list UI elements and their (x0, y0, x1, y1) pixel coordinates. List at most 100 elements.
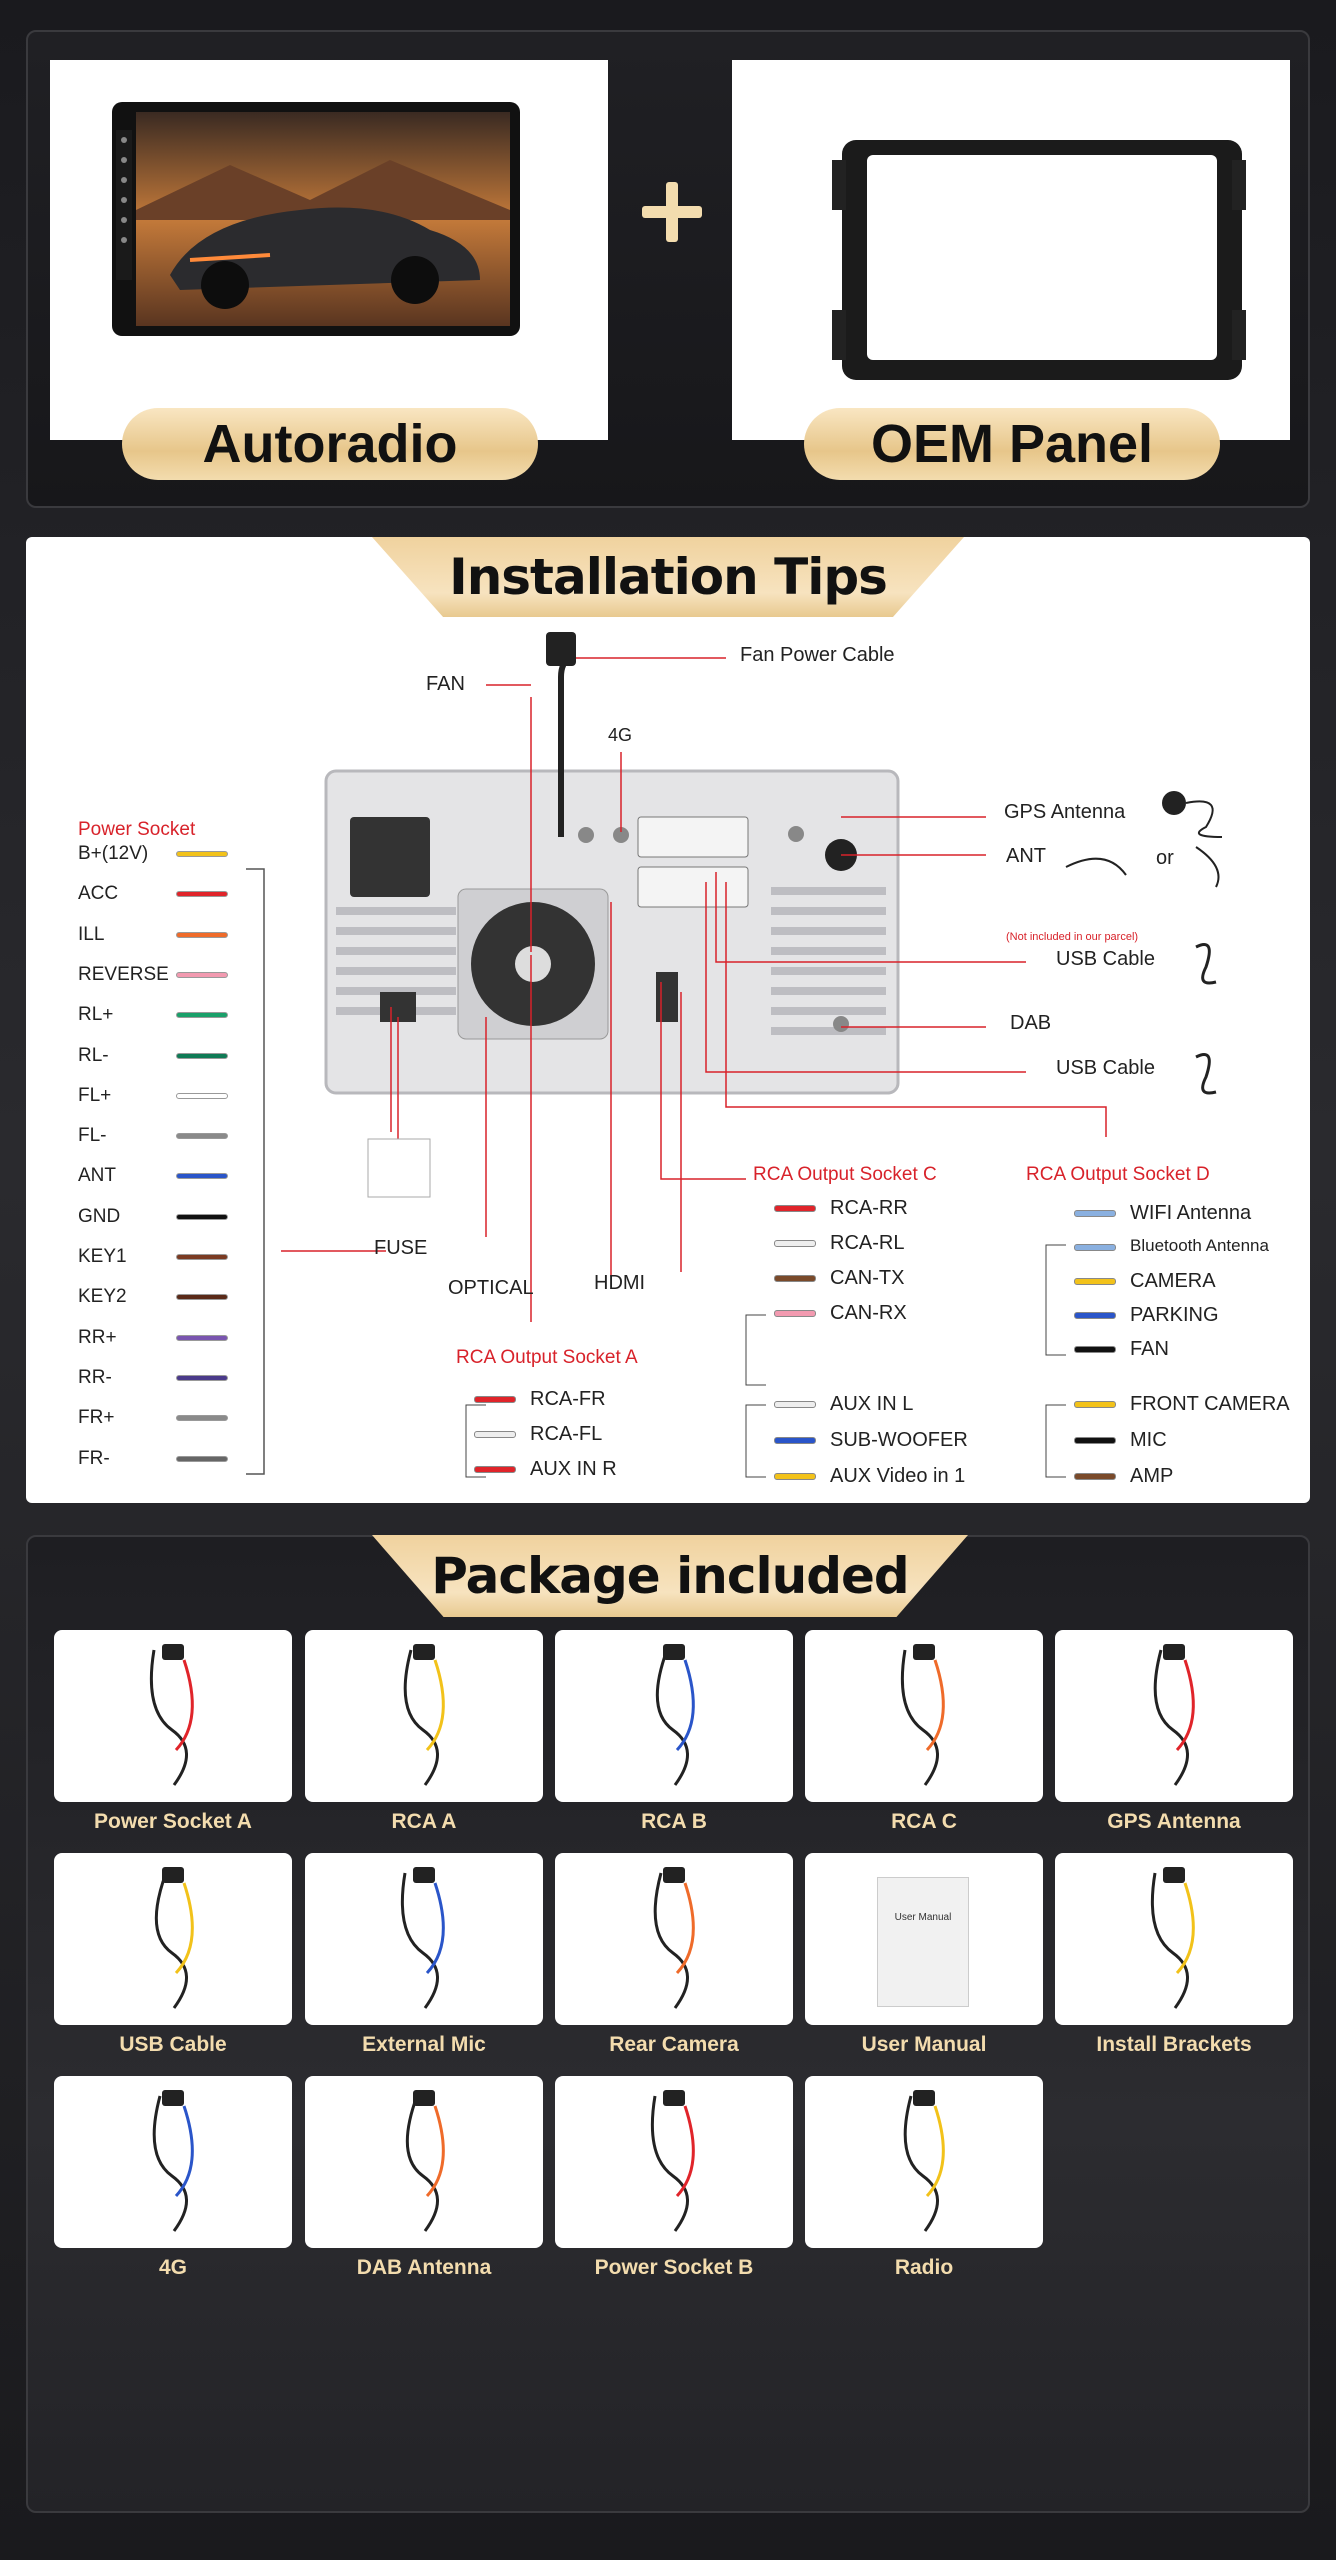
power-socket-pin-label: RR- (78, 1366, 112, 1388)
power-socket-pin-label: RL+ (78, 1004, 114, 1026)
package-item-card (54, 1630, 292, 1802)
package-item-image (149, 1644, 194, 1786)
package-item-image (1150, 1867, 1195, 2009)
package-item-image (903, 2090, 945, 2232)
package-item-image (900, 1644, 945, 1786)
rca-item-label: PARKING (1130, 1304, 1219, 1326)
package-section: Package included Power Socket A RCA A RC… (26, 1535, 1310, 2513)
4g-label: 4G (608, 725, 633, 745)
rca-item-label: Bluetooth Antenna (1130, 1236, 1269, 1255)
rca-item-label: SUB-WOOFER (830, 1429, 968, 1451)
rca-a-title: RCA Output Socket A (456, 1347, 638, 1368)
package-item-card (555, 2076, 793, 2248)
package-item-card (54, 1853, 292, 2025)
fuse-label: FUSE (374, 1237, 428, 1259)
package-item-image (1153, 1644, 1195, 1786)
package-item-card (555, 1853, 793, 2025)
package-item-caption: RCA B (641, 1810, 707, 1833)
wire-icon (176, 1092, 228, 1099)
optical-label: OPTICAL (448, 1277, 534, 1299)
package-item-card (54, 2076, 292, 2248)
package-item-card (305, 2076, 543, 2248)
rca-item-label: RCA-RL (830, 1232, 905, 1254)
package-item-caption: External Mic (362, 2033, 486, 2056)
rca-item-label: AUX Video in 1 (830, 1465, 966, 1487)
rca-item-label: CAN-TX (830, 1267, 905, 1289)
package-item-card (305, 1630, 543, 1802)
gps-antenna-label: GPS Antenna (1004, 801, 1126, 823)
package-item-card (1055, 1630, 1293, 1802)
package-item-image (154, 1867, 194, 2009)
package-item-image (403, 1644, 445, 1786)
package-item-card (1055, 1853, 1293, 2025)
package-item-caption: Install Brackets (1096, 2033, 1252, 2056)
plus-icon (642, 182, 702, 242)
wire-icon (176, 1415, 228, 1422)
installation-section: Installation Tips (26, 537, 1310, 1503)
package-item-caption: Power Socket A (94, 1810, 252, 1833)
rca-item-label: FRONT CAMERA (1130, 1393, 1290, 1415)
package-item-caption: Power Socket B (594, 2256, 754, 2279)
rca-item-label: AUX IN L (830, 1393, 914, 1415)
fan-label: FAN (426, 673, 465, 695)
package-item-caption: GPS Antenna (1107, 1810, 1241, 1833)
package-item-caption: RCA A (391, 1810, 457, 1833)
package-item-caption: 4G (158, 2256, 187, 2279)
user-manual-booklet: User Manual (877, 1877, 969, 2007)
rca-plug-icon (1074, 1278, 1116, 1285)
autoradio-image (50, 60, 608, 440)
rca-plug-icon (774, 1205, 816, 1212)
rca-item-label: RCA-FL (530, 1423, 603, 1445)
package-item-card: User Manual (805, 1853, 1043, 2025)
rca-plug-icon (774, 1437, 816, 1444)
rca-item-label: RCA-RR (830, 1197, 908, 1219)
wire-icon (176, 1254, 228, 1260)
rca-plug-icon (1074, 1244, 1116, 1251)
power-socket-pin-label: FR+ (78, 1407, 115, 1429)
wire-icon (176, 891, 228, 898)
power-socket-pin-label: FL- (78, 1125, 107, 1147)
package-item-caption: User Manual (861, 2033, 987, 2056)
wire-icon (176, 1012, 228, 1019)
power-socket-pin-label: ILL (78, 923, 105, 945)
power-socket-pin-label: REVERSE (78, 963, 169, 985)
wire-icon (176, 1173, 228, 1180)
package-item-image (653, 1867, 695, 2009)
rca-plug-icon (774, 1310, 816, 1317)
or-label: or (1156, 847, 1174, 869)
power-socket-pin-label: FR- (78, 1447, 110, 1469)
rca-plug-icon (774, 1275, 816, 1282)
rca-item-label: AUX IN R (530, 1458, 617, 1480)
rca-item-label: RCA-FR (530, 1388, 606, 1410)
package-item-caption: USB Cable (119, 2033, 227, 2056)
rca-item-label: WIFI Antenna (1130, 1202, 1252, 1224)
rca-plug-icon (474, 1466, 516, 1473)
rca-plug-icon (1074, 1210, 1116, 1217)
wire-icon (176, 931, 228, 938)
power-socket-pin-label: ACC (78, 883, 119, 905)
package-item-card (805, 1630, 1043, 1802)
rca-plug-icon (1074, 1437, 1116, 1444)
installation-title: Installation Tips (372, 537, 964, 617)
autoradio-label: Autoradio (122, 408, 538, 480)
dab-label: DAB (1010, 1012, 1052, 1034)
oem-panel-label: OEM Panel (804, 408, 1220, 480)
fan-power-cable-label: Fan Power Cable (740, 644, 895, 666)
wire-icon (176, 1052, 228, 1059)
package-item-image (650, 2090, 695, 2232)
package-item-card (555, 1630, 793, 1802)
rca-d-title: RCA Output Socket D (1026, 1164, 1210, 1185)
rca-plug-icon (774, 1473, 816, 1480)
power-socket-pin-label: B+(12V) (78, 843, 149, 864)
package-item-caption: Rear Camera (609, 2033, 739, 2056)
power-socket-title: Power Socket (78, 819, 196, 840)
not-included-note: (Not included in our parcel) (1006, 931, 1139, 943)
package-item-image (405, 2090, 445, 2232)
rca-plug-icon (774, 1401, 816, 1408)
wire-icon (176, 1213, 228, 1220)
rca-item-label: MIC (1130, 1429, 1167, 1451)
rca-item-label: AMP (1130, 1465, 1174, 1487)
wire-icon (176, 971, 228, 978)
rca-item-label: CAN-RX (830, 1302, 907, 1324)
package-item-card (305, 1853, 543, 2025)
